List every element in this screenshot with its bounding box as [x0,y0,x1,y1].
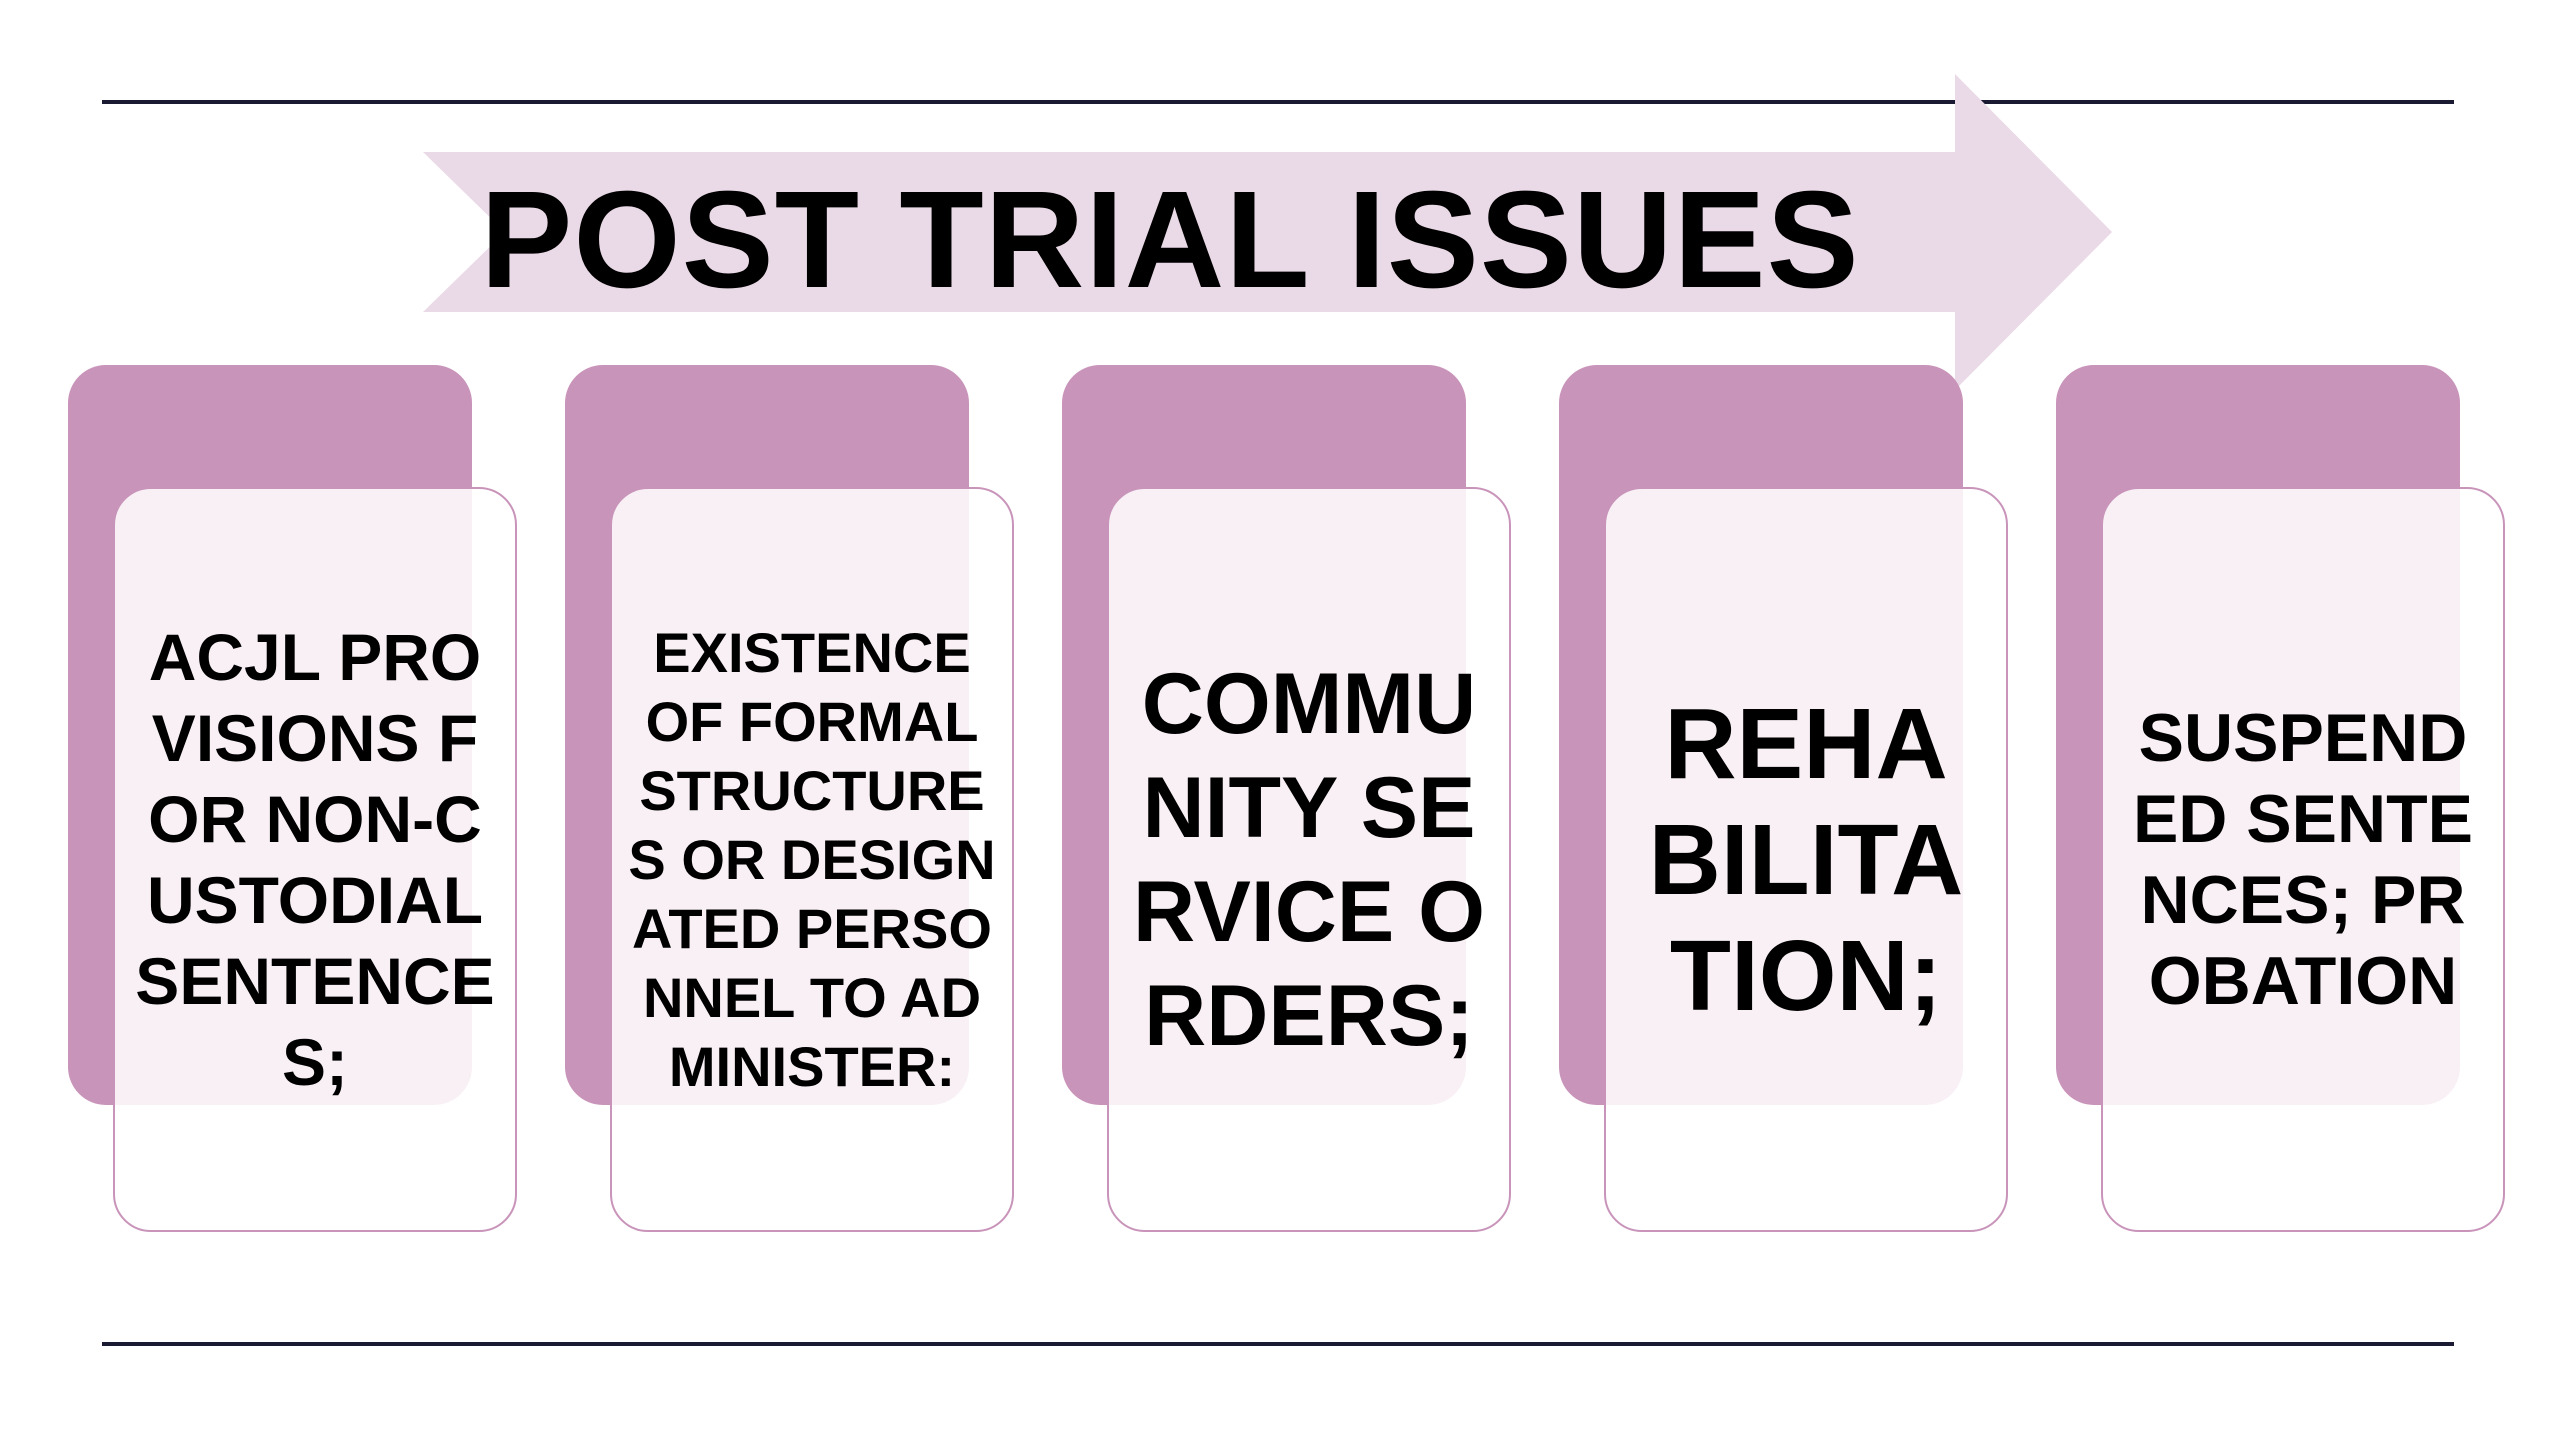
card-label: EXISTENCE OF FORMAL STRUCTURES OR DESIGN… [628,621,996,1098]
card-suspended-sentences: SUSPENDED SENTENCES; PROBATION [2101,487,2505,1232]
card-label: SUSPENDED SENTENCES; PROBATION [2132,699,2474,1019]
top-divider-line [102,100,2454,104]
card-formal-structures: EXISTENCE OF FORMAL STRUCTURES OR DESIGN… [610,487,1014,1232]
diagram-title: POST TRIAL ISSUES [480,163,1860,317]
arrow-shape [423,74,2112,390]
card-label: ACJL PROVISIONS FOR NON-CUSTODIAL SENTEN… [135,619,495,1099]
bottom-divider-line [102,1342,2454,1346]
card-acjl-provisions: ACJL PROVISIONS FOR NON-CUSTODIAL SENTEN… [113,487,517,1232]
card-community-service: COMMUNITY SERVICE ORDERS; [1107,487,1511,1232]
card-label: REHABILITATION; [1648,687,1964,1032]
card-rehabilitation: REHABILITATION; [1604,487,2008,1232]
card-label: COMMUNITY SERVICE ORDERS; [1132,655,1486,1064]
